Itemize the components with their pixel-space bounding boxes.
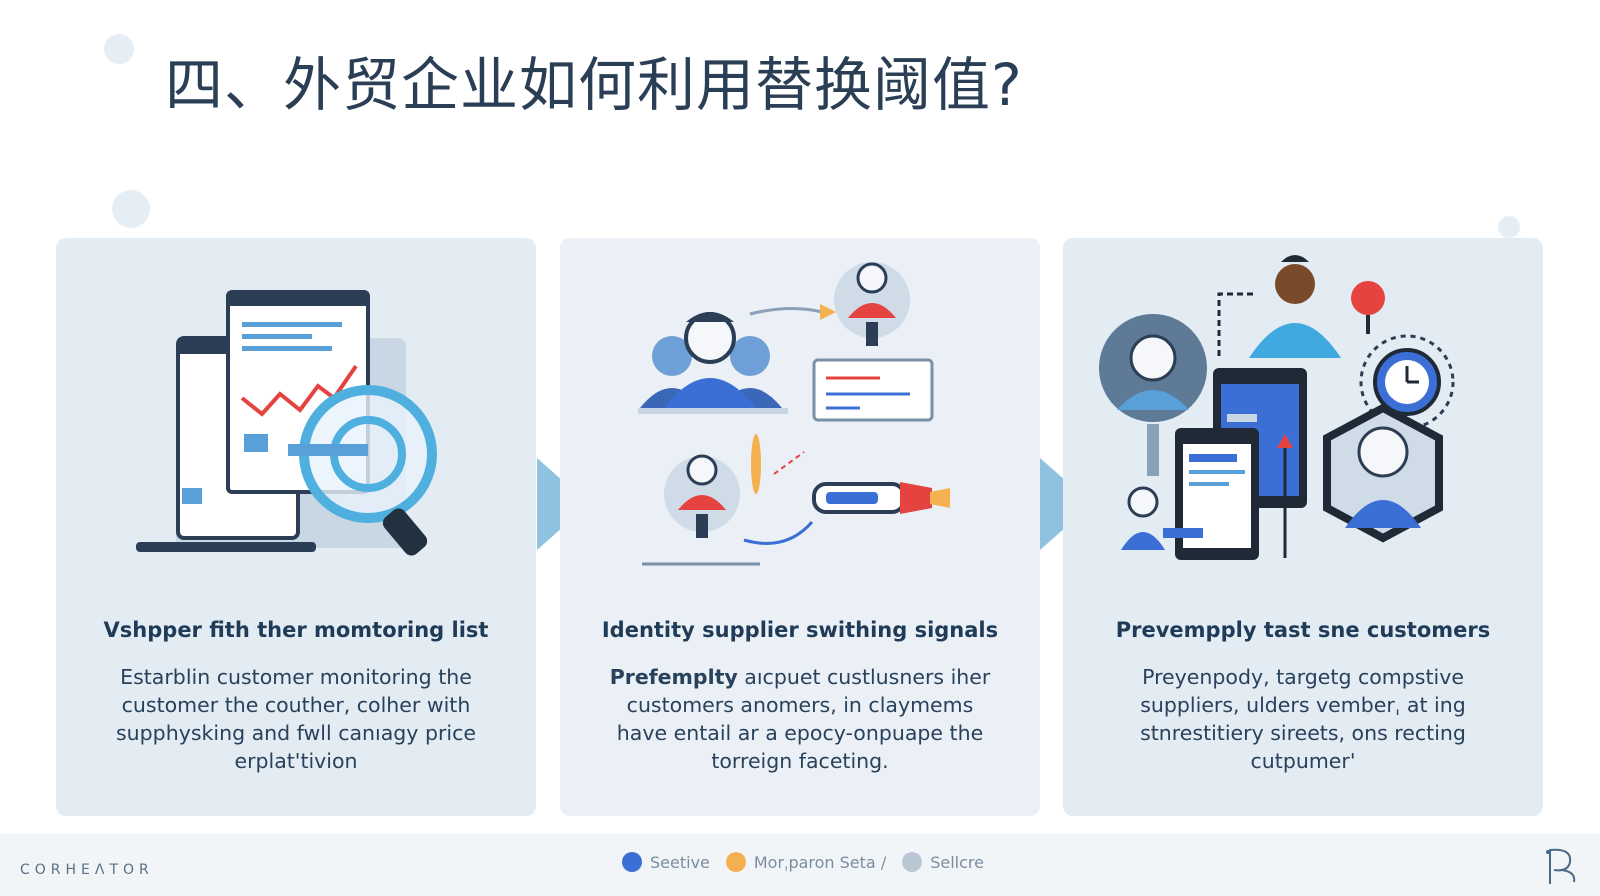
customer-retention-illustration bbox=[1099, 255, 1455, 560]
card-body: Estarblin customer monitoring the custom… bbox=[116, 665, 476, 773]
legend-label: Seetive bbox=[650, 852, 710, 872]
monitoring-dashboard-illustration bbox=[136, 290, 437, 556]
legend-swatch-icon bbox=[622, 852, 642, 872]
page-title: 四、外贸企业如何利用替换阈值? bbox=[165, 51, 1023, 119]
legend-item: Seetive bbox=[622, 852, 710, 872]
footer-bar: CORHEΛTOR Seetive Morˌparon Seta / Sellc… bbox=[0, 834, 1600, 896]
step-card-customers: Prevempply tast sne customers Preyenpody… bbox=[1063, 238, 1543, 816]
card-body: Prefemplty aıcpuet custlusners iher cust… bbox=[600, 663, 1000, 775]
legend-item: Morˌparon Seta / bbox=[725, 852, 887, 872]
legend-swatch-icon bbox=[725, 852, 746, 872]
card-title: Identity supplier swithing signals bbox=[601, 618, 999, 642]
step-card-signals: Identity supplier swithing signals Prefe… bbox=[560, 238, 1040, 816]
brand-wordmark: CORHEΛTOR bbox=[20, 862, 154, 878]
decorative-dot bbox=[1498, 216, 1520, 238]
legend-label: Sellcre bbox=[930, 852, 984, 872]
legend: Seetive Morˌparon Seta / Sellcre bbox=[622, 852, 984, 872]
decorative-dot bbox=[112, 190, 150, 228]
corner-logo-icon bbox=[1546, 848, 1576, 884]
card-body-emphasis: Prefemplty bbox=[609, 665, 738, 689]
legend-swatch-icon bbox=[902, 852, 923, 872]
legend-item: Sellcre bbox=[902, 852, 984, 872]
card-title: Prevempply tast sne customers bbox=[1115, 618, 1491, 642]
card-body: Preyenpody, targetg compstive suppliers,… bbox=[1140, 665, 1466, 773]
legend-label: Morˌparon Seta / bbox=[753, 852, 887, 872]
card-body-text: aıcpuet custlusners iher customers anome… bbox=[616, 665, 991, 773]
step-card-monitoring: Vshpper fith ther momtoring list Estarbl… bbox=[56, 238, 536, 816]
supplier-network-illustration bbox=[638, 262, 950, 566]
decorative-dot bbox=[104, 34, 134, 64]
card-title: Vshpper fith ther momtoring list bbox=[103, 618, 489, 642]
